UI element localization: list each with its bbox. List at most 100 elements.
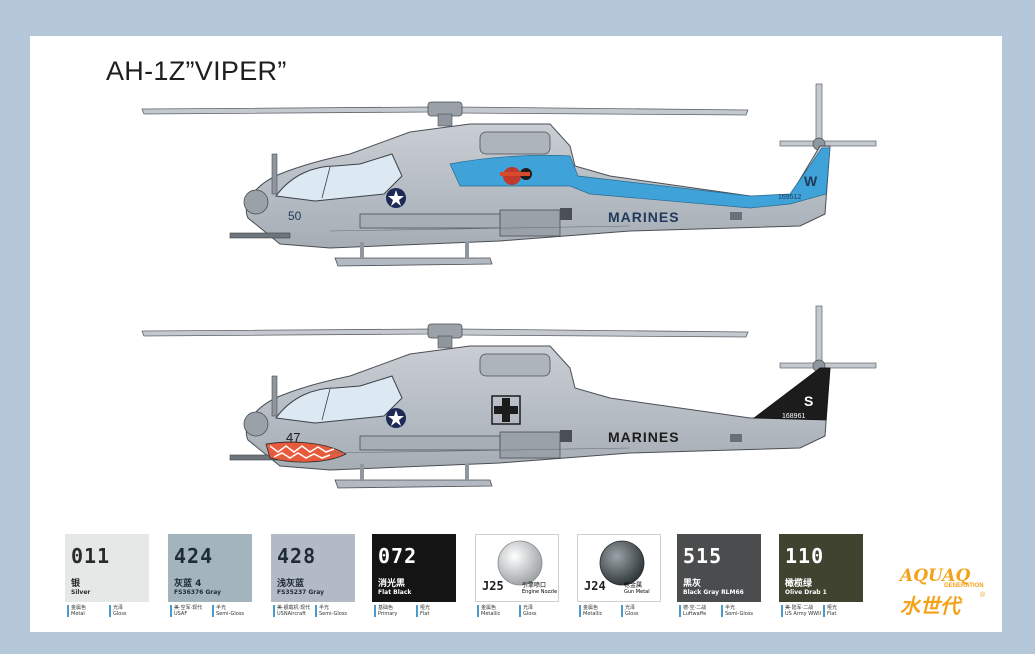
sheen-cn: 光泽 — [523, 605, 534, 611]
swatch-code: J25 — [482, 579, 504, 593]
serial-number: 168961 — [782, 413, 805, 420]
helicopter-2: 47 MARINES S 168961 — [141, 305, 877, 489]
swatch-chip: J24 枪金属 Gun Metal — [577, 534, 661, 602]
finish-type-cn: 美·空军·现代 — [174, 605, 203, 611]
swatch-name-en: Black Gray RLM66 — [683, 589, 744, 596]
swatch-name-en: FS35237 Gray — [277, 589, 325, 596]
finish-type-cn: 德·空·二战 — [683, 605, 707, 611]
sheen-cn: 半光 — [319, 605, 330, 611]
sheen-cn: 哑光 — [827, 605, 838, 611]
swatch-code: 428 — [277, 544, 317, 568]
swatch-code: 011 — [71, 544, 111, 568]
swatch-name-en: FS36376 Gray — [174, 589, 222, 596]
finish-type-cn: 金属色 — [71, 605, 87, 611]
sheen-en: Semi-Gloss — [725, 611, 754, 617]
tail-fin — [752, 367, 831, 421]
sheen-en: Flat — [420, 611, 430, 617]
page-title: AH-1Z”VIPER” — [106, 56, 287, 86]
finish-type-en: USNAircraft — [277, 611, 306, 617]
nose-number: 50 — [288, 209, 302, 223]
shark-mouth — [265, 441, 347, 463]
swatch-code: 515 — [683, 544, 723, 568]
swatch-name-cn: 橄榄绿 — [785, 579, 813, 589]
nose-number: 47 — [286, 430, 300, 445]
sheen-en: Semi-Gloss — [216, 611, 245, 617]
serial-number: 169512 — [778, 194, 801, 201]
finish-type-en: Primary — [378, 611, 398, 617]
finish-type-en: Metallic — [583, 611, 603, 617]
swatch-code: J24 — [584, 579, 606, 593]
nose-art — [500, 167, 532, 185]
sheen-cn: 半光 — [216, 605, 227, 611]
finish-type-cn: 基础色 — [378, 605, 394, 611]
swatch-chip: 424 灰蓝 4 FS36376 Gray — [168, 534, 252, 602]
brand-name-cn: 水世代 — [900, 594, 960, 618]
us-roundel — [386, 408, 406, 428]
swatch-name-cn: 黑灰 — [683, 579, 702, 589]
us-roundel — [386, 188, 406, 208]
swatch-name-cn: 引擎喷口 — [522, 582, 547, 589]
paint-sphere-icon — [497, 540, 543, 586]
swatch-chip: 110 橄榄绿 Olive Drab 1 — [779, 534, 863, 602]
swatch-name-cn: 浅灰蓝 — [277, 579, 305, 589]
swatch-chip: 428 浅灰蓝 FS35237 Gray — [271, 534, 355, 602]
iron-cross-marking — [491, 395, 521, 425]
finish-type-en: US Army WWII — [785, 611, 822, 617]
tail-letter: S — [804, 393, 813, 409]
marines-marking: MARINES — [608, 429, 680, 445]
finish-type-cn: 美·舰载机·现代 — [277, 605, 311, 611]
finish-type-cn: 金属色 — [481, 605, 497, 611]
finish-type-cn: 金属色 — [583, 605, 599, 611]
paint-sphere-icon — [599, 540, 645, 586]
swatch-name-cn: 枪金属 — [624, 582, 643, 589]
accent-stripe — [449, 147, 831, 209]
swatch-chip: 515 黑灰 Black Gray RLM66 — [677, 534, 761, 602]
swatch-code: 424 — [174, 544, 214, 568]
sheen-cn: 光泽 — [625, 605, 636, 611]
swatch-name-en: Flat Black — [378, 589, 412, 596]
main-rotor — [141, 323, 749, 349]
sheen-cn: 半光 — [725, 605, 736, 611]
swatch-chip: 011 银 Silver — [65, 534, 149, 602]
brand-subtitle: GENERATION — [944, 583, 984, 589]
finish-type-en: USAF — [174, 611, 188, 617]
canopy — [275, 153, 403, 202]
swatch-name-cn: 银 — [71, 579, 81, 589]
swatch-chip: 072 消光黑 Flat Black — [372, 534, 456, 602]
swatch-chip: J25 引擎喷口 Engine Nozzle — [475, 534, 559, 602]
finish-type-cn: 美·陆军·二战 — [785, 605, 814, 611]
sheen-en: Gloss — [113, 611, 127, 617]
sheen-en: Gloss — [523, 611, 537, 617]
swatch-code: 072 — [378, 544, 418, 568]
finish-type-en: Luftwaffe — [683, 611, 707, 617]
swatch-name-en: Engine Nozzle — [522, 589, 558, 595]
swatch-name-en: Gun Metal — [624, 589, 650, 595]
swatch-code: 110 — [785, 544, 825, 568]
helicopter-1: 50 MARINES W 169512 — [141, 83, 877, 267]
sheen-cn: 哑光 — [420, 605, 431, 611]
brand-logo: AQUAQ GENERATION 水世代 ® — [900, 566, 995, 618]
swatch-name-cn: 灰蓝 4 — [174, 579, 202, 589]
swatch-name-en: Silver — [71, 589, 91, 596]
finish-type-en: Metal — [71, 611, 85, 617]
brand-name: AQUAQ — [900, 566, 971, 586]
marines-marking: MARINES — [608, 209, 680, 225]
canopy — [275, 375, 403, 424]
tail-rotor — [779, 83, 877, 205]
sheen-en: Flat — [827, 611, 837, 617]
swatch-name-cn: 消光黑 — [378, 579, 406, 589]
